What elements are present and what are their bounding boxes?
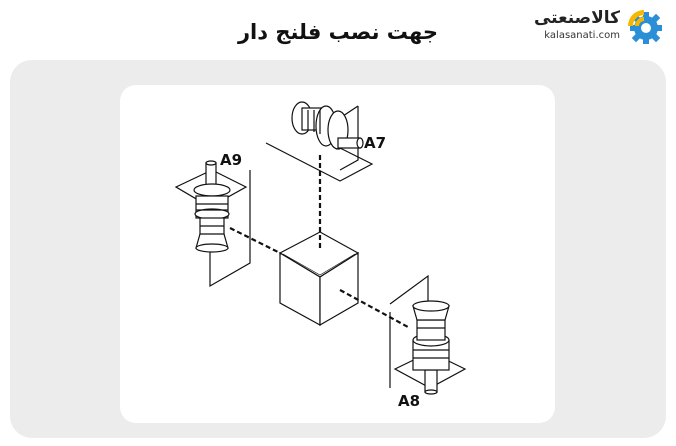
axis-lines [229, 155, 409, 328]
label-a9: A9 [220, 151, 242, 169]
label-a7: A7 [364, 134, 386, 152]
motor-a8 [389, 274, 467, 395]
gear-wifi-icon [628, 10, 662, 44]
label-a8: A8 [398, 392, 420, 410]
motor-a7 [265, 101, 374, 182]
logo-name-fa: کالاصنعتی [533, 8, 620, 28]
page-title: جهت نصب فلنج دار [237, 20, 439, 44]
motor-a9 [174, 160, 251, 288]
gearbox-cube [278, 231, 360, 327]
logo-domain: kalasanati.com [544, 30, 620, 41]
logo[interactable]: کالاصنعتی kalasanati.com [534, 4, 664, 48]
